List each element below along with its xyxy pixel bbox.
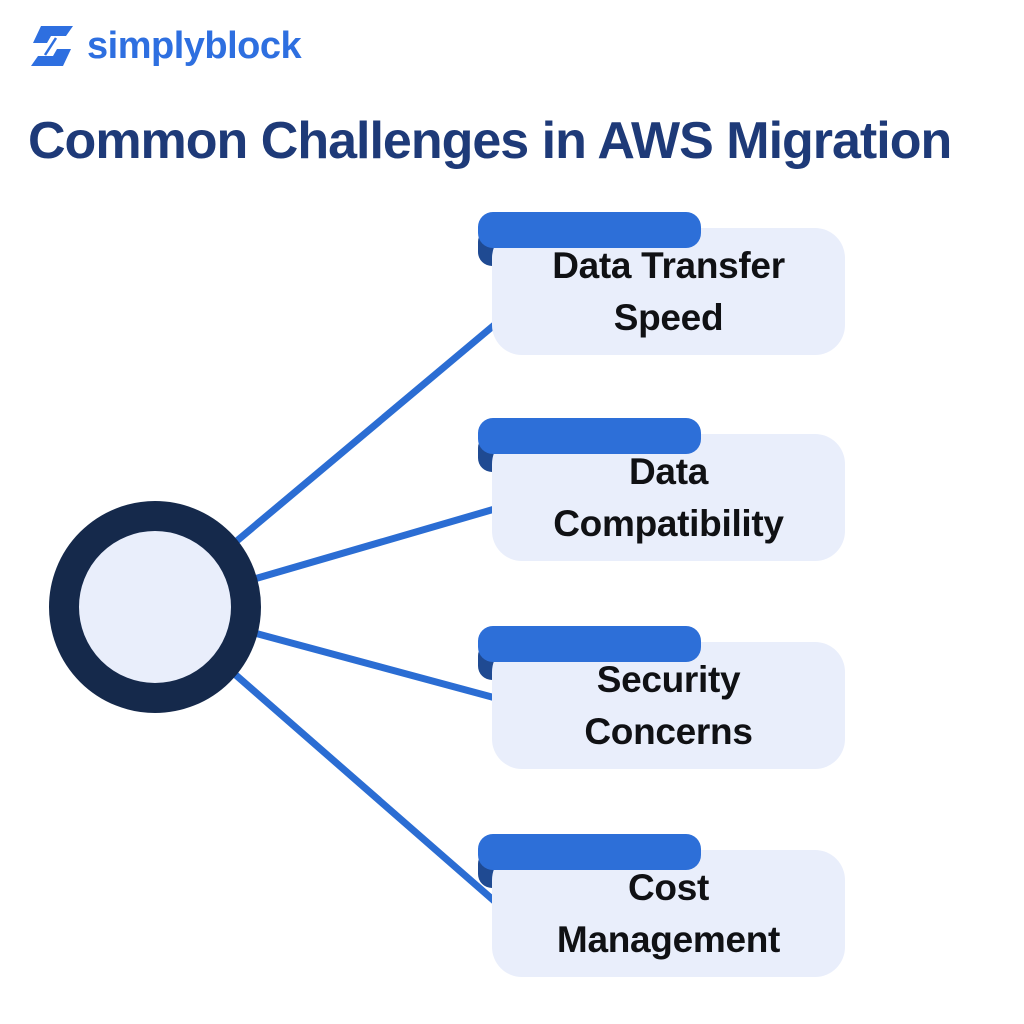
challenge-label: Security Concerns — [492, 642, 845, 769]
page-title: Common Challenges in AWS Migration — [28, 112, 952, 170]
card-tab — [478, 418, 701, 454]
central-node — [49, 501, 261, 713]
card-tab — [478, 212, 701, 248]
challenge-label-line2: Concerns — [584, 710, 753, 752]
challenge-label: Data Transfer Speed — [492, 228, 845, 355]
brand-name: simplyblock — [87, 25, 302, 67]
challenge-label-line2: Management — [556, 918, 781, 960]
card-tab — [478, 834, 701, 870]
brand-logo: simplyblock — [26, 20, 302, 72]
challenge-card-cost-management: Cost Management — [478, 834, 845, 977]
card-body — [492, 434, 845, 561]
card-tab — [478, 626, 701, 662]
card-body — [492, 642, 845, 769]
card-body — [492, 228, 845, 355]
challenge-label-line2: Compatibility — [553, 502, 784, 544]
simplyblock-logo-icon — [31, 26, 73, 66]
challenge-card-data-transfer-speed: Data Transfer Speed — [478, 212, 845, 355]
card-body — [492, 850, 845, 977]
challenge-label-line1: Security — [596, 658, 741, 700]
challenge-label-line2: Speed — [613, 296, 724, 338]
challenge-label-line1: Data Transfer — [552, 244, 785, 286]
challenge-label-line1: Cost — [627, 866, 710, 908]
challenge-label: Cost Management — [492, 850, 845, 977]
challenge-card-data-compatibility: Data Compatibility — [478, 418, 845, 561]
challenge-card-security-concerns: Security Concerns — [478, 626, 845, 769]
challenge-label-line1: Data — [629, 450, 708, 492]
challenge-label: Data Compatibility — [492, 434, 845, 561]
